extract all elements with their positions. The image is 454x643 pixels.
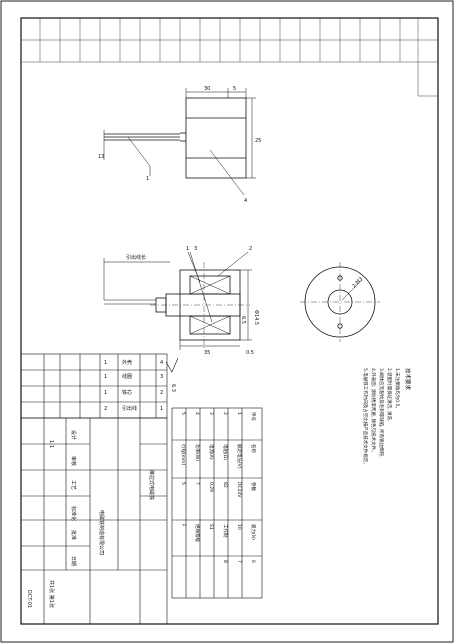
dim-left-small: 13: [98, 154, 104, 160]
bom-row-name: 铁芯: [122, 389, 132, 396]
spec-cell: 8: [222, 560, 228, 563]
title-block-company: 电磁铁制造有限公司: [98, 510, 105, 555]
spec-cell: 工作制: [222, 524, 229, 538]
dim-bottom-len: 35: [204, 350, 210, 356]
spec-cell: 4: [194, 412, 200, 415]
title-block-scale: 1:1: [48, 440, 54, 448]
surface-finish-value: 6.3: [170, 384, 176, 392]
spec-cell: 5: [180, 482, 186, 485]
spec-cell: 0.29: [208, 482, 214, 492]
spec-cell: 1: [236, 412, 242, 415]
callout-mid-top: 2: [249, 246, 252, 252]
top-view: [103, 88, 256, 196]
bom-table: [20, 353, 168, 419]
tech-note-line: 5.电磁铁工作时间及占空比按产品技术文件规定。: [362, 368, 369, 467]
bom-row-qty: 1: [104, 390, 107, 396]
dim-top-width: 30: [204, 86, 210, 92]
spec-cell: 6: [250, 560, 256, 563]
bom-row-name: 外壳: [122, 359, 132, 366]
spec-cell: 吸力(N): [250, 524, 257, 540]
bom-row-name: 引出线: [122, 405, 137, 412]
title-block-label: 工艺: [70, 480, 76, 490]
spec-header: 序号: [250, 412, 257, 421]
tech-note-line: 2.装配时需保证清洁, 清洗.: [386, 368, 393, 422]
title-block-label: 标准化: [70, 506, 77, 521]
bom-row-no: 2: [160, 390, 163, 396]
tech-notes-title: 技术要求: [404, 368, 412, 391]
tech-note-line: 4.外表面: 涂防锈漆两遍, 颜色见技术文件。: [370, 368, 377, 455]
tech-note-line: 1.未注倒角均为0.5。: [394, 368, 401, 411]
dim-top-right: 5: [233, 86, 236, 92]
dim-bottom-right: 0.5: [246, 350, 254, 356]
bom-row-no: 3: [160, 374, 163, 380]
spec-cell: 电流(A): [208, 444, 215, 460]
section-view: [103, 251, 252, 350]
bom-row-no: 4: [160, 360, 163, 366]
spec-cell: 3: [208, 412, 214, 415]
spec-cell: 行程(mm): [180, 444, 187, 466]
top-grid: [21, 18, 438, 97]
callout-mid-b: 3: [194, 246, 197, 252]
tech-note-line: 3.阀体应无裂纹及毛刺等缺陷, 所有锐边倒钝.: [378, 368, 385, 458]
spec-cell: S1: [208, 524, 214, 530]
title-block-sheet: 共1张 第1张: [48, 580, 55, 608]
bom-row-qty: 1: [104, 374, 107, 380]
spec-cell: 电阻(Ω): [222, 444, 229, 460]
dim-center-label: Φ14.5: [253, 310, 259, 325]
spec-table: [171, 407, 263, 599]
bom-row-qty: 1: [104, 360, 107, 366]
spec-cell: 7: [194, 482, 200, 485]
surface-finish-mark: [165, 357, 179, 373]
spec-cell: 5: [180, 412, 186, 415]
title-block-label: 设计: [70, 430, 77, 440]
spec-cell: 额定电压(V): [236, 444, 243, 469]
dim-center-dim: 6.5: [240, 316, 246, 324]
title-block-label: 审核: [70, 456, 77, 466]
bom-row-name: 线圈: [122, 373, 132, 380]
spec-header: 名称: [250, 444, 257, 453]
spec-cell: 绝缘等级: [194, 524, 201, 542]
spec-cell: F: [180, 524, 186, 527]
bom-row-qty: 2: [104, 406, 107, 412]
spec-table-text: 序号 名称 参数 1 额定电压(V) DC24V 2 电阻(Ω) 82 3 电流…: [180, 412, 257, 563]
spec-cell: 7: [236, 560, 242, 563]
end-view: [300, 262, 380, 342]
callout-mid-a: 1: [186, 246, 189, 252]
title-block-text: 推拉式电磁铁 电磁铁制造有限公司 1:1 共1张 第1张 DCT-01 设计 审…: [26, 430, 155, 608]
spec-cell: 2: [222, 412, 228, 415]
dim-lead-label: 引出线长: [126, 254, 146, 261]
callout-top-body: 4: [244, 198, 247, 204]
callout-top-lead: 1: [146, 176, 149, 182]
title-block: [20, 417, 168, 625]
title-block-name: 推拉式电磁铁: [148, 470, 155, 500]
title-block-label: 日期: [70, 556, 76, 566]
top-view-body: [185, 97, 247, 179]
spec-header: 参数: [250, 482, 257, 491]
spec-cell: 功率(W): [194, 444, 201, 461]
title-block-drawing-no: DCT-01: [26, 590, 32, 608]
spec-cell: 10: [236, 524, 242, 530]
title-block-label: 批准: [70, 530, 77, 540]
inner-border: [20, 17, 439, 625]
dim-top-inner: 25: [255, 138, 261, 144]
bom-row-no: 1: [160, 406, 163, 412]
tech-notes: 技术要求 1.未注倒角均为0.5。 2.装配时需保证清洁, 清洗. 3.阀体应无…: [362, 368, 412, 467]
spec-cell: DC24V: [236, 482, 242, 498]
end-view-label: 2-M3: [351, 276, 364, 289]
spec-cell: 82: [222, 482, 228, 488]
bom-rows: 4 3 2 1 外壳 线圈 铁芯 引出线 1 1 1 2: [104, 359, 163, 412]
